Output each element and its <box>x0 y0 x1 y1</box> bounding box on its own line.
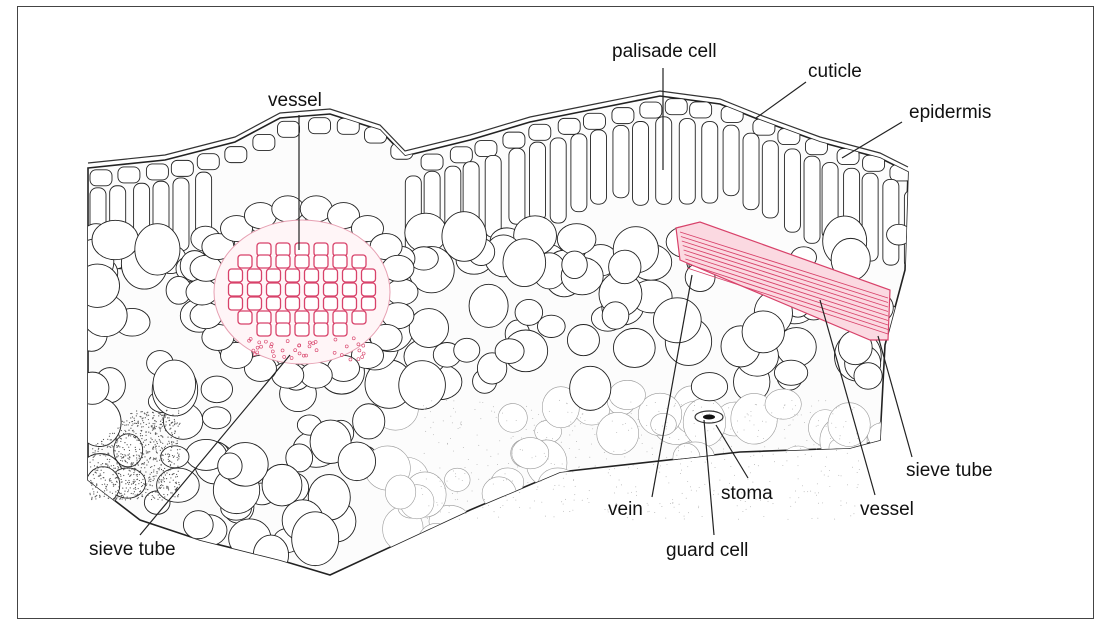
label-palisade-cell: palisade cell <box>612 42 717 61</box>
leader-epidermis <box>842 122 902 158</box>
label-vessel-left: vessel <box>268 91 322 110</box>
label-sieve-tube-left: sieve tube <box>89 540 176 559</box>
label-stoma: stoma <box>721 484 773 503</box>
label-guard-cell: guard cell <box>666 541 748 560</box>
label-vein: vein <box>608 500 643 519</box>
label-sieve-tube-right: sieve tube <box>906 461 993 480</box>
label-cuticle: cuticle <box>808 62 862 81</box>
leader-sieve-right <box>878 336 912 457</box>
label-vessel-right: vessel <box>860 500 914 519</box>
vascular-bundle-cross-section <box>214 220 390 364</box>
label-epidermis: epidermis <box>909 103 991 122</box>
leader-cuticle <box>756 82 806 118</box>
leaf-tissue <box>68 91 920 575</box>
